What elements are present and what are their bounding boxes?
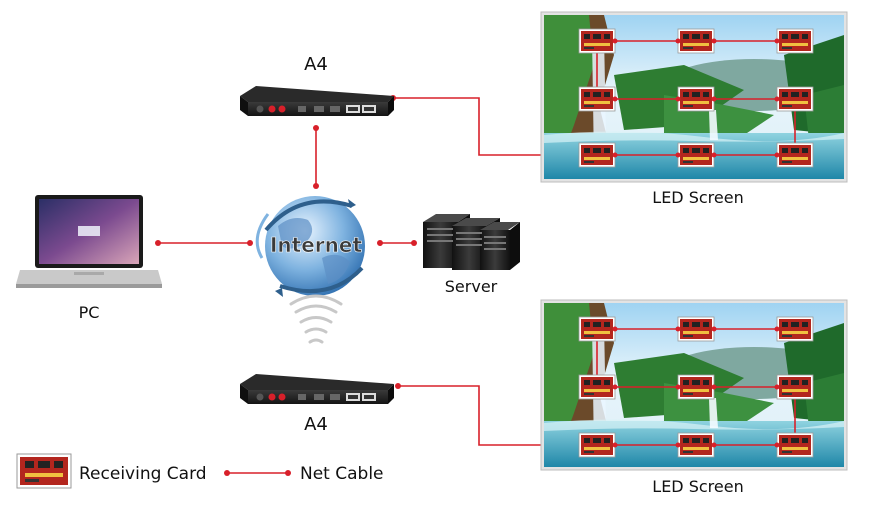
led-screen-top: [540, 11, 848, 183]
receiving-card-icon: [776, 316, 814, 342]
pc-label: PC: [79, 303, 100, 322]
controller-device-icon: [240, 374, 394, 404]
server-label: Server: [445, 277, 498, 296]
receiving-card-icon: [578, 86, 616, 112]
server-icon: [423, 214, 520, 270]
receiving-card-icon: [578, 432, 616, 458]
laptop-icon: [16, 195, 162, 288]
receiving-card-icon: [776, 28, 814, 54]
receiving-card-icon: [677, 432, 715, 458]
led-screen-top-label: LED Screen: [652, 188, 743, 207]
legend-receiving-card-icon: [16, 453, 72, 489]
receiving-card-icon: [578, 28, 616, 54]
receiving-card-icon: [677, 316, 715, 342]
legend-net-cable-label: Net Cable: [300, 464, 384, 484]
receiving-card-icon: [578, 374, 616, 400]
receiving-card-icon: [776, 142, 814, 168]
receiving-card-icon: [677, 374, 715, 400]
internet-label: Internet: [270, 233, 362, 257]
cable-controller-top-to-led-top: [393, 97, 585, 156]
cable-endpoints: [155, 95, 417, 476]
cable-controller-bottom-to-led-bottom: [398, 385, 585, 446]
receiving-card-icon: [776, 86, 814, 112]
receiving-card-icon: [677, 28, 715, 54]
controller-top-label: A4: [304, 54, 328, 75]
receiving-card-icon: [578, 142, 616, 168]
receiving-card-icon: [776, 432, 814, 458]
globe-icon: [255, 196, 365, 297]
receiving-card-icon: [677, 86, 715, 112]
receiving-card-icon: [677, 142, 715, 168]
controller-bottom-label: A4: [304, 414, 328, 435]
led-screen-bottom: [540, 299, 848, 471]
legend-receiving-card-label: Receiving Card: [79, 464, 207, 484]
controller-device-icon: [240, 86, 394, 116]
net-cables: [158, 97, 585, 474]
wifi-signal-icon: [289, 294, 343, 344]
led-screen-bottom-label: LED Screen: [652, 477, 743, 496]
receiving-card-icon: [776, 374, 814, 400]
receiving-card-icon: [578, 316, 616, 342]
